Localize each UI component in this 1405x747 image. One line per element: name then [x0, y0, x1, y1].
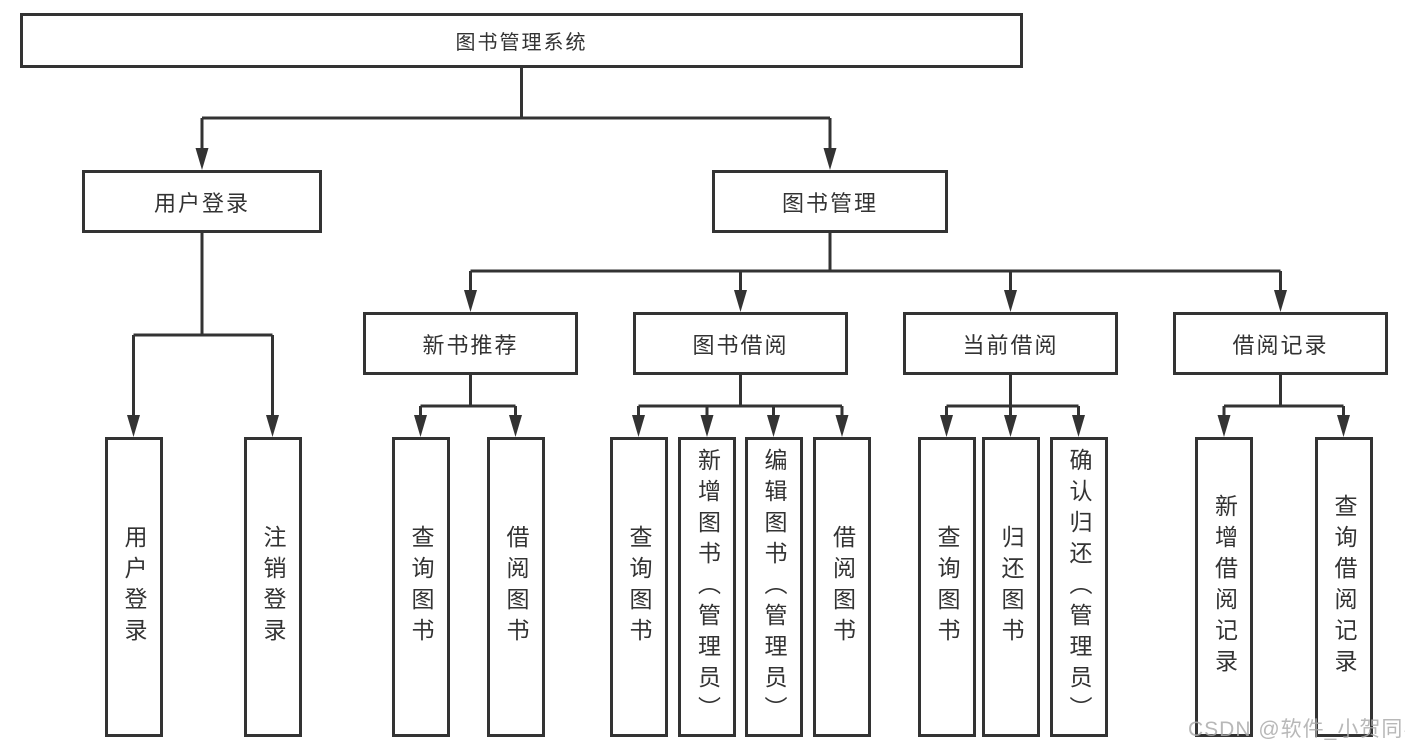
- leaf-logout: 注销登录: [243, 437, 302, 737]
- arrowheads-borrow-records: [1217, 415, 1350, 437]
- node-user-login: 用户登录: [82, 170, 322, 233]
- connector-book-management-children: [469, 233, 1282, 294]
- leaf-edit-book-admin: 编辑图书（管理员）: [744, 437, 803, 737]
- connector-new-book-recommend-children: [419, 375, 517, 419]
- leaf-borrow-books: 借阅图书: [813, 437, 871, 737]
- node-book-management: 图书管理: [712, 170, 948, 233]
- node-library-system: 图书管理系统: [20, 13, 1023, 68]
- leaf-confirm-return-admin: 确认归还（管理员）: [1049, 437, 1108, 737]
- leaf-query-books-recommend-label: 查询图书: [408, 525, 434, 649]
- connector-user-login-children: [132, 233, 274, 419]
- leaf-add-book-admin: 新增图书（管理员）: [678, 437, 736, 737]
- node-library-system-label: 图书管理系统: [455, 32, 588, 54]
- leaf-confirm-return-admin-label: 确认归还（管理员）: [1066, 447, 1092, 727]
- csdn-watermark: CSDN @软件_小贺同学: [1188, 718, 1405, 741]
- arrowheads-book-management: [464, 290, 1287, 312]
- arrowheads-new-book-recommend: [414, 415, 522, 437]
- leaf-query-books-borrow-label: 查询图书: [626, 525, 652, 649]
- node-current-borrow: 当前借阅: [903, 312, 1118, 375]
- leaf-add-borrow-record: 新增借阅记录: [1195, 437, 1253, 737]
- node-new-book-recommend: 新书推荐: [363, 312, 578, 375]
- leaf-borrow-books-recommend-label: 借阅图书: [503, 525, 529, 649]
- leaf-user-login-label: 用户登录: [121, 525, 147, 649]
- node-borrow-records: 借阅记录: [1173, 312, 1388, 375]
- leaf-query-borrow-record-label: 查询借阅记录: [1331, 494, 1357, 680]
- node-book-borrow: 图书借阅: [633, 312, 848, 375]
- node-borrow-records-label: 借阅记录: [1232, 332, 1329, 358]
- connector-current-borrow-children: [945, 375, 1080, 419]
- arrowheads-book-borrow: [632, 415, 849, 437]
- leaf-edit-book-admin-label: 编辑图书（管理员）: [761, 447, 787, 727]
- node-book-borrow-label: 图书借阅: [692, 332, 789, 358]
- leaf-borrow-books-label: 借阅图书: [829, 525, 856, 649]
- leaf-user-login: 用户登录: [104, 437, 163, 737]
- leaf-query-books-recommend: 查询图书: [391, 437, 450, 737]
- leaf-query-books-current-label: 查询图书: [934, 525, 960, 649]
- leaf-borrow-books-recommend: 借阅图书: [486, 437, 545, 737]
- leaf-query-books-borrow: 查询图书: [609, 437, 668, 737]
- leaf-query-borrow-record: 查询借阅记录: [1314, 437, 1373, 737]
- node-current-borrow-label: 当前借阅: [962, 332, 1059, 358]
- arrowheads-current-borrow: [940, 415, 1085, 437]
- leaf-logout-label: 注销登录: [260, 525, 286, 649]
- leaf-return-book: 归还图书: [981, 437, 1040, 737]
- node-book-management-label: 图书管理: [781, 190, 878, 216]
- node-user-login-label: 用户登录: [153, 190, 250, 216]
- arrowheads-level1: [195, 148, 837, 170]
- connector-book-borrow-children: [637, 375, 844, 419]
- leaf-return-book-label: 归还图书: [998, 525, 1024, 649]
- leaf-query-books-current: 查询图书: [917, 437, 976, 737]
- node-new-book-recommend-label: 新书推荐: [422, 332, 519, 358]
- leaf-add-borrow-record-label: 新增借阅记录: [1211, 494, 1238, 680]
- arrowheads-user-login: [127, 415, 279, 437]
- leaf-add-book-admin-label: 新增图书（管理员）: [694, 447, 721, 727]
- connector-borrow-records-children: [1222, 375, 1345, 419]
- connector-root-to-level1: [200, 68, 832, 152]
